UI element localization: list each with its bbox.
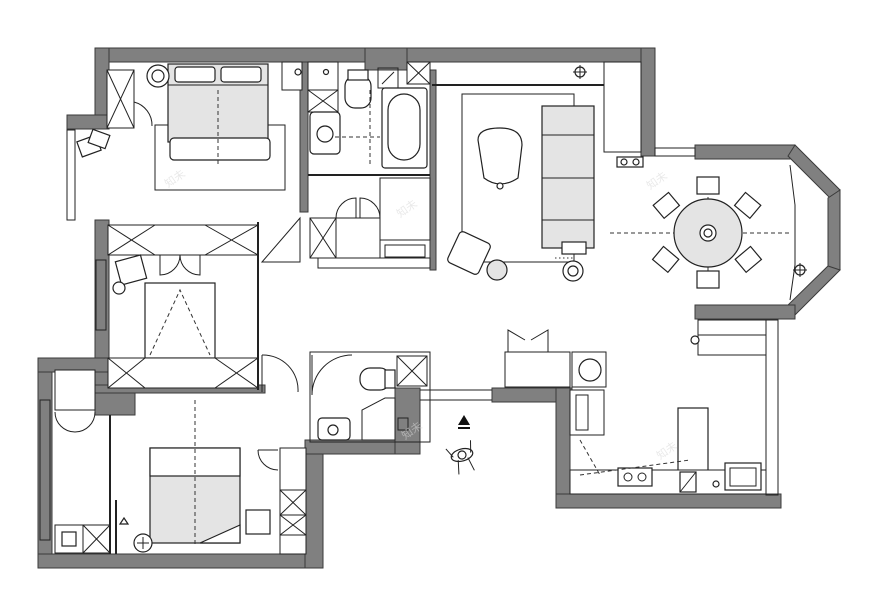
walls [37, 47, 841, 569]
guest-toilet-room [309, 351, 431, 443]
shower-area [379, 177, 431, 241]
toilet-bath[interactable] [344, 75, 372, 109]
wall-right-top [640, 47, 656, 157]
chair-bedroom-2 [114, 254, 148, 286]
entry [420, 389, 492, 475]
chair-dining-5[interactable] [651, 245, 680, 274]
chair-dining-2[interactable] [696, 270, 720, 289]
fridge-doors [507, 329, 549, 352]
chair-balcony-2 [87, 128, 111, 150]
shelf-living [616, 156, 644, 168]
cabinet-third [54, 369, 96, 411]
vent-bath [377, 67, 399, 89]
wall-kitchen-left [555, 387, 571, 507]
person-icon [445, 440, 475, 475]
wall-balcony-top [66, 114, 110, 130]
sofa-living[interactable] [541, 105, 595, 249]
chair-dining-6[interactable] [734, 245, 763, 274]
kitchen-island [677, 407, 709, 475]
stool-living [486, 259, 508, 281]
threshold-bath [317, 257, 431, 269]
window-living [603, 61, 642, 153]
wall-pillar-top [364, 47, 408, 71]
chair-dining-1[interactable] [696, 176, 720, 195]
window-bedroom-3 [39, 399, 51, 541]
wall-interior-2 [429, 69, 437, 271]
wall-dining-bottom [694, 304, 796, 320]
svg-text:知未: 知未 [644, 168, 670, 192]
bench-master [169, 137, 271, 161]
wall-bay-right [827, 189, 841, 271]
entry-arrow-icon [458, 415, 470, 425]
door-swing-master [133, 101, 153, 127]
window-dining-top [654, 147, 696, 157]
guest-toilet [309, 351, 431, 443]
armchair-living[interactable] [477, 127, 523, 185]
svg-text:知未: 知未 [394, 196, 420, 220]
wardrobe-third[interactable] [279, 447, 307, 555]
window-bedroom-2 [95, 259, 107, 331]
washer-dryer [335, 217, 381, 259]
windows [39, 61, 779, 541]
pillow-right [220, 66, 262, 83]
bathroom [307, 61, 431, 269]
balcony [76, 128, 111, 158]
second-bedroom [107, 222, 299, 393]
third-bedroom [54, 369, 307, 555]
fridge-cabinet[interactable] [504, 351, 571, 388]
lamp-master-inner [151, 69, 165, 83]
wall-kitchen-bottom [555, 493, 782, 509]
ottoman-living [447, 231, 491, 275]
kitchen-counter-right [697, 319, 767, 356]
wardrobe-doors-2 [159, 254, 181, 276]
master-bedroom [106, 61, 303, 263]
window-balcony [66, 129, 76, 221]
kitchen [504, 319, 767, 495]
bay-window-inner [789, 164, 796, 301]
wall-bay-upper [787, 144, 841, 199]
wall-dining-top [694, 144, 796, 160]
washer-doors [335, 197, 381, 219]
svg-text:知未: 知未 [162, 166, 188, 190]
wall-bottom-step [304, 449, 324, 569]
closet-corner [260, 216, 301, 263]
cabinet-master [281, 61, 303, 91]
entry-arrow-small-icon [118, 516, 130, 525]
washing-machine [54, 524, 84, 554]
living-room [432, 65, 644, 282]
door-swing-toilet [311, 354, 353, 396]
oven-column [569, 389, 605, 436]
cooktop[interactable] [617, 467, 653, 487]
sink-kitchen-round[interactable] [578, 358, 602, 382]
lamp-bedroom-2 [112, 281, 126, 295]
door-swing-third [257, 449, 279, 471]
pillow-left [174, 66, 216, 83]
door-swing-bedroom-2 [261, 354, 299, 393]
bed-third-fold [199, 524, 241, 544]
wardrobe-bedroom-2[interactable] [107, 224, 259, 256]
desk-bedroom-2[interactable] [144, 282, 216, 359]
wall-interior-1 [299, 61, 309, 213]
window-kitchen [765, 319, 779, 496]
nightstand-third [245, 509, 271, 535]
cabinet-bath [307, 61, 339, 91]
ceiling-light-kitchen [690, 335, 700, 345]
chair-dining-3[interactable] [652, 191, 681, 220]
dining-area [610, 164, 807, 301]
door-swing-third-closet [54, 411, 96, 433]
cabinet-bedroom-2[interactable] [107, 357, 259, 389]
chair-dining-4[interactable] [733, 191, 762, 220]
desk-fold-lines [149, 288, 211, 356]
svg-text:知未: 知未 [654, 438, 680, 462]
wall-bottom-left [37, 553, 324, 569]
side-table-living [561, 241, 587, 255]
shower-guest [361, 397, 396, 441]
